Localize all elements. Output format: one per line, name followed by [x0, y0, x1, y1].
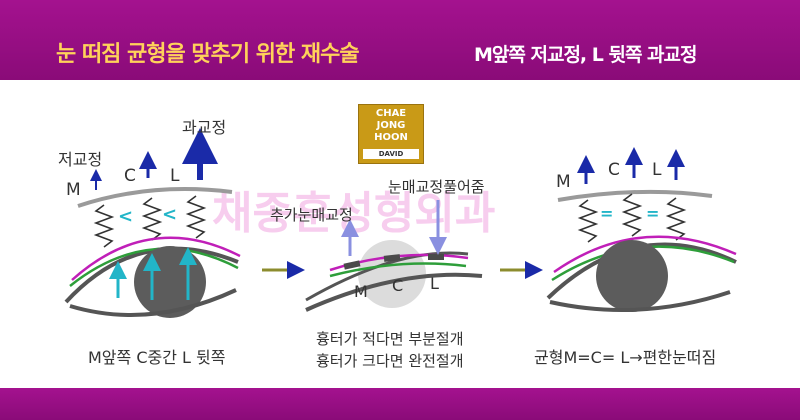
- p1-label-c: C: [124, 166, 136, 186]
- p2-caption-1: 흉터가 적다면 부분절개: [316, 330, 464, 348]
- lower-lid: [69, 288, 237, 317]
- p3-caption: 균형M=C= L→편한눈떠짐: [534, 348, 717, 367]
- p2-label-l: L: [430, 274, 439, 293]
- header-bar: [0, 0, 800, 80]
- page-subtitle: M앞쪽 저교정, L 뒷쪽 과교정: [474, 44, 697, 66]
- eyelid-green: [69, 247, 239, 287]
- label-under-correction: 저교정: [58, 150, 103, 169]
- p2-green: [329, 262, 467, 278]
- label-over-correction: 과교정: [182, 118, 227, 137]
- upper-arc: [77, 187, 233, 208]
- p1-label-m: M: [66, 180, 81, 200]
- p1-less-than-2: <: [162, 204, 178, 225]
- p1-less-than-1: <: [118, 206, 134, 227]
- panel-1: [64, 128, 241, 318]
- incision-2: [383, 254, 401, 262]
- p3-lower-lid: [549, 290, 731, 312]
- p2-lower-lid: [305, 272, 483, 312]
- logo-line-1: CHAE: [375, 108, 407, 119]
- logo-line-2: JONG: [376, 120, 406, 131]
- eyelid-magenta: [71, 236, 241, 281]
- p1-caption: M앞쪽 C중간 L 뒷쪽: [88, 348, 226, 367]
- p2-upper-lid: [305, 251, 469, 302]
- p3-equals-2: =: [646, 204, 660, 223]
- brand-logo: CHAE JONG HOON DAVID: [358, 104, 424, 164]
- p3-label-c: C: [608, 160, 620, 180]
- p3-upper-arc: [557, 189, 713, 202]
- logo-line-3: HOON: [374, 132, 408, 143]
- p3-label-l: L: [652, 160, 662, 180]
- spring-m: [93, 204, 115, 248]
- p2-label-m: M: [354, 282, 368, 301]
- p3-spring-m: [577, 199, 599, 243]
- panel-2: [305, 200, 483, 312]
- spring-l: [185, 195, 207, 239]
- page-title: 눈 떠짐 균형을 맞추기 위한 재수술: [56, 42, 360, 67]
- p3-label-m: M: [556, 172, 571, 192]
- p2-label-c: C: [392, 276, 404, 295]
- p1-label-l: L: [170, 166, 180, 186]
- p3-spring-l: [665, 197, 687, 241]
- spring-c: [141, 197, 163, 241]
- p3-equals-1: =: [600, 204, 614, 223]
- incision-1: [343, 260, 361, 270]
- eyelid-upper: [64, 246, 239, 304]
- label-release-correction: 눈매교정풀어줌: [388, 178, 485, 196]
- footer-bar: [0, 388, 800, 420]
- p2-caption-2: 흉터가 크다면 완전절개: [316, 352, 464, 370]
- panel2-iris-ghost: [358, 240, 426, 308]
- p3-spring-c: [621, 193, 643, 237]
- incision-3: [428, 254, 444, 260]
- label-add-correction: 추가눈매교정: [270, 206, 353, 224]
- panel-3: [546, 147, 737, 312]
- logo-line-4: DAVID: [363, 149, 419, 159]
- p3-magenta: [553, 235, 737, 274]
- p3-iris: [596, 240, 668, 312]
